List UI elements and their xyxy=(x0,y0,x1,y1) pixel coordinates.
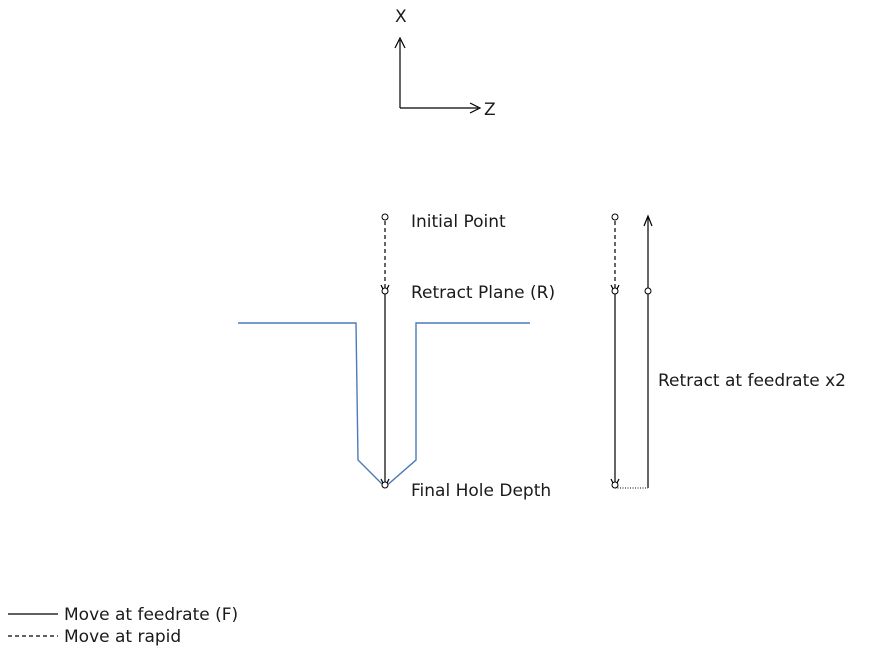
legend-feed-label: Move at feedrate (F) xyxy=(64,605,238,625)
seq-retract-marker xyxy=(611,287,619,295)
main-tool-path xyxy=(380,213,390,489)
final-hole-depth-label: Final Hole Depth xyxy=(411,481,551,501)
initial-point-marker xyxy=(381,213,389,221)
x-axis-arrowhead xyxy=(394,36,406,49)
seq-depth-marker xyxy=(611,481,619,489)
cycle-sequence-path xyxy=(610,213,653,489)
z-axis-arrowhead xyxy=(469,102,482,114)
x-axis-label: X xyxy=(395,7,407,27)
retract-plane-marker xyxy=(381,287,389,295)
seq-initial-marker xyxy=(611,213,619,221)
seq-retract-plane-marker xyxy=(644,287,652,295)
legend: Move at feedrate (F) Move at rapid xyxy=(8,605,238,647)
initial-point-label: Initial Point xyxy=(411,212,506,232)
legend-rapid-label: Move at rapid xyxy=(64,627,181,647)
final-depth-marker xyxy=(381,481,389,489)
retract-plane-label: Retract Plane (R) xyxy=(411,283,555,303)
axis-indicator: X Z xyxy=(394,7,496,120)
hole-profile xyxy=(238,322,530,488)
retract-feedrate-label: Retract at feedrate x2 xyxy=(658,371,846,391)
z-axis-label: Z xyxy=(484,100,496,120)
seq-retract-arrowhead xyxy=(643,214,653,227)
